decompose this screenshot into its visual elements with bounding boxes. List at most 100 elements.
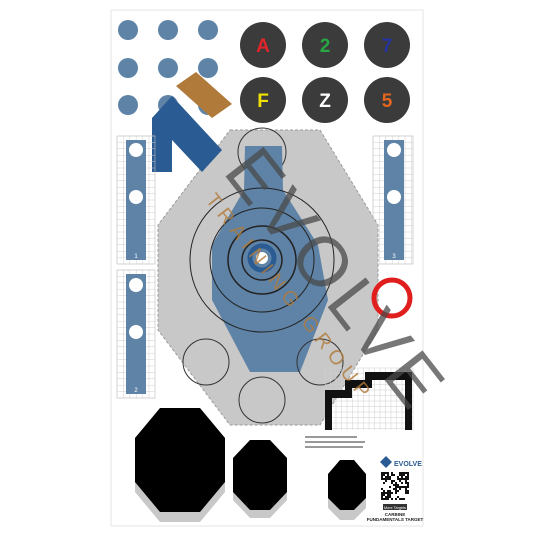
qr-module bbox=[403, 472, 405, 474]
qr-module bbox=[383, 472, 385, 474]
qr-module bbox=[397, 484, 399, 486]
qr-module bbox=[407, 474, 409, 476]
qr-module bbox=[407, 476, 409, 478]
qr-module bbox=[395, 498, 397, 500]
ring bbox=[227, 225, 297, 295]
qr-module bbox=[383, 478, 385, 480]
qr-module bbox=[399, 498, 401, 500]
qr-module bbox=[381, 494, 383, 496]
qr-module bbox=[383, 474, 385, 476]
octagon-large bbox=[135, 408, 225, 522]
qr-module bbox=[407, 486, 409, 488]
qr-module bbox=[399, 474, 401, 476]
footer-title-line1: CARBINE bbox=[385, 512, 406, 517]
letter-circle bbox=[240, 22, 286, 68]
qr-module bbox=[405, 482, 407, 484]
letter-circle-label: 5 bbox=[382, 91, 393, 112]
qr-module bbox=[391, 472, 393, 474]
qr-module bbox=[397, 496, 399, 498]
dot bbox=[198, 20, 218, 40]
qr-module bbox=[391, 498, 393, 500]
qr-module bbox=[405, 472, 407, 474]
strip-hole bbox=[129, 190, 143, 204]
scoring-rings bbox=[189, 187, 335, 333]
footer-logo: EVOLVE bbox=[380, 456, 422, 468]
fine-print bbox=[305, 436, 365, 448]
qr-module bbox=[397, 486, 399, 488]
qr-module bbox=[401, 476, 403, 478]
qr-module bbox=[391, 482, 393, 484]
qr-module bbox=[383, 482, 385, 484]
qr-module bbox=[395, 482, 397, 484]
qr-module bbox=[393, 480, 395, 482]
octagon-medium bbox=[233, 440, 287, 518]
logo-bar bbox=[176, 72, 232, 118]
strip-hole bbox=[387, 143, 401, 157]
strip-hole bbox=[129, 278, 143, 292]
footer-logo-chevron bbox=[380, 456, 392, 468]
strip-number: 2 bbox=[134, 388, 138, 394]
qr-module bbox=[407, 492, 409, 494]
ring bbox=[189, 187, 335, 333]
qr-code[interactable] bbox=[380, 471, 410, 501]
staircase-fill bbox=[325, 372, 412, 430]
lower-circle bbox=[296, 338, 344, 386]
fine-print-line bbox=[305, 446, 363, 448]
footer-logo-text: EVOLVE bbox=[394, 461, 422, 468]
qr-module bbox=[407, 472, 409, 474]
more-targets-label[interactable]: More Targets bbox=[384, 506, 406, 510]
qr-module bbox=[387, 490, 389, 492]
qr-module bbox=[381, 478, 383, 480]
dot bbox=[118, 20, 138, 40]
qr-module bbox=[383, 490, 385, 492]
lower-circle bbox=[182, 338, 230, 386]
strip-number: 1 bbox=[134, 254, 138, 260]
qr-module bbox=[387, 496, 389, 498]
dot bbox=[158, 20, 178, 40]
letter-circle bbox=[240, 77, 286, 123]
octagon-small bbox=[328, 460, 366, 520]
octagon-face bbox=[328, 460, 366, 510]
qr-module bbox=[405, 476, 407, 478]
qr-module bbox=[387, 494, 389, 496]
letter-circle-grid: A 2 7 F Z 5 bbox=[240, 22, 410, 123]
qr-module bbox=[403, 474, 405, 476]
qr-module bbox=[401, 474, 403, 476]
qr-module bbox=[401, 478, 403, 480]
qr-module bbox=[385, 496, 387, 498]
qr-module bbox=[395, 488, 397, 490]
more-targets-button[interactable] bbox=[383, 504, 407, 510]
left-strip-grid-1 bbox=[116, 135, 156, 265]
qr-module bbox=[381, 472, 383, 474]
qr-module bbox=[405, 478, 407, 480]
dot bbox=[118, 58, 138, 78]
logo-chevron bbox=[152, 96, 222, 172]
qr-module bbox=[387, 472, 389, 474]
fine-print-line bbox=[305, 436, 357, 438]
qr-module bbox=[383, 498, 385, 500]
qr-module bbox=[401, 486, 403, 488]
qr-module bbox=[389, 476, 391, 478]
qr-module bbox=[401, 472, 403, 474]
qr-module bbox=[389, 478, 391, 480]
qr-module bbox=[381, 476, 383, 478]
qr-module bbox=[387, 476, 389, 478]
qr-module bbox=[385, 476, 387, 478]
qr-module bbox=[407, 482, 409, 484]
qr-module bbox=[391, 474, 393, 476]
lower-circle bbox=[238, 376, 286, 424]
qr-module bbox=[397, 478, 399, 480]
qr-module bbox=[399, 472, 401, 474]
dot bbox=[198, 58, 218, 78]
qr-module bbox=[395, 490, 397, 492]
qr-module bbox=[407, 478, 409, 480]
qr-module bbox=[407, 484, 409, 486]
qr-module bbox=[387, 474, 389, 476]
letter-circle bbox=[364, 77, 410, 123]
qr-module bbox=[389, 496, 391, 498]
letter-circle-label: A bbox=[256, 36, 270, 57]
qr-module bbox=[387, 492, 389, 494]
qr-module bbox=[387, 478, 389, 480]
dot bbox=[158, 58, 178, 78]
qr-module bbox=[385, 472, 387, 474]
